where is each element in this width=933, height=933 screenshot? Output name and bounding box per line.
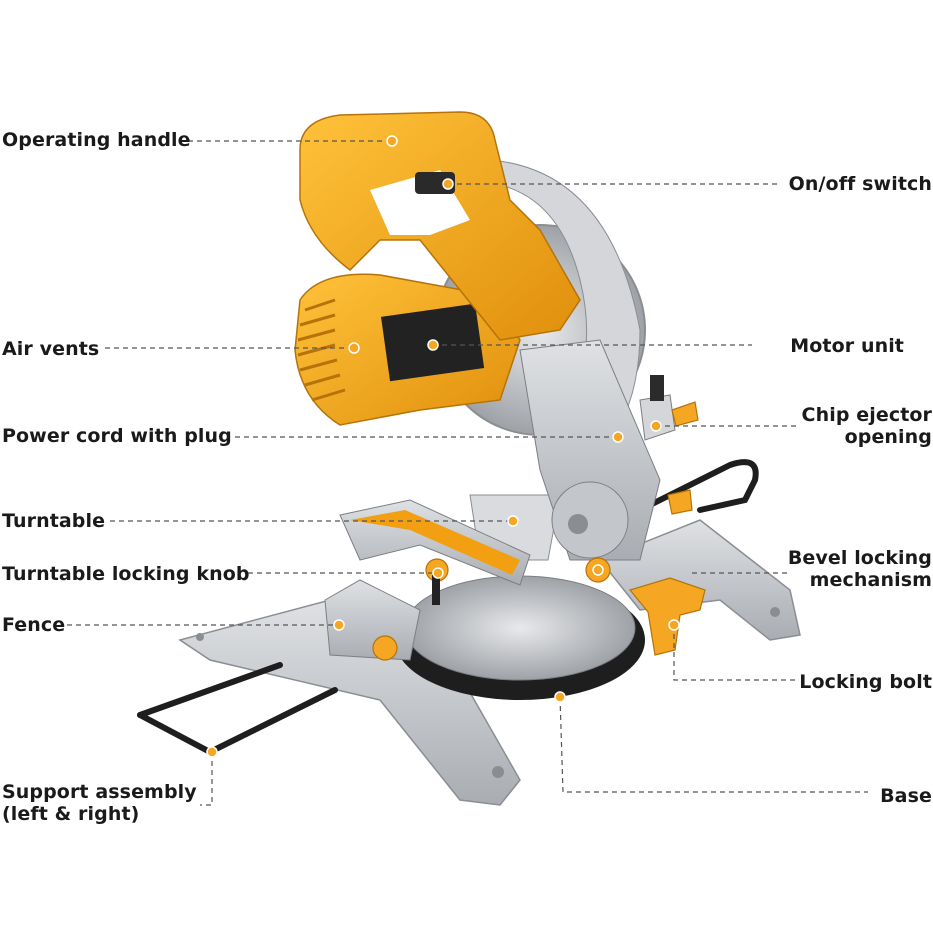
label-support-line1: Support assembly — [2, 781, 197, 803]
label-base: Base — [880, 785, 932, 807]
label-support-assembly: Support assembly (left & right) — [2, 781, 197, 825]
pivot-arm — [519, 339, 676, 561]
label-on-off-switch: On/off switch — [788, 173, 932, 195]
label-bevel-locking: Bevel locking mechanism — [788, 547, 932, 591]
label-turntable: Turntable — [2, 510, 106, 532]
anchor-dots — [206, 135, 680, 758]
label-support-line2: (left & right) — [2, 803, 140, 825]
label-chip-ejector: Chip ejector opening — [802, 404, 932, 448]
label-locking-bolt: Locking bolt — [799, 671, 932, 693]
label-fence: Fence — [2, 614, 66, 636]
label-operating-handle: Operating handle — [2, 129, 191, 151]
label-turntable-knob: Turntable locking knob — [2, 563, 250, 585]
label-chip-ejector-line2: opening — [844, 426, 932, 448]
label-power-cord: Power cord with plug — [2, 425, 232, 447]
label-bevel-line2: mechanism — [809, 569, 932, 591]
label-motor-unit: Motor unit — [790, 335, 904, 357]
label-bevel-line1: Bevel locking — [787, 547, 932, 569]
label-air-vents: Air vents — [2, 338, 100, 360]
leader-lines — [67, 140, 868, 806]
locking-knobs — [372, 401, 706, 661]
label-chip-ejector-line1: Chip ejector — [801, 404, 932, 426]
fence-plate — [324, 499, 531, 661]
